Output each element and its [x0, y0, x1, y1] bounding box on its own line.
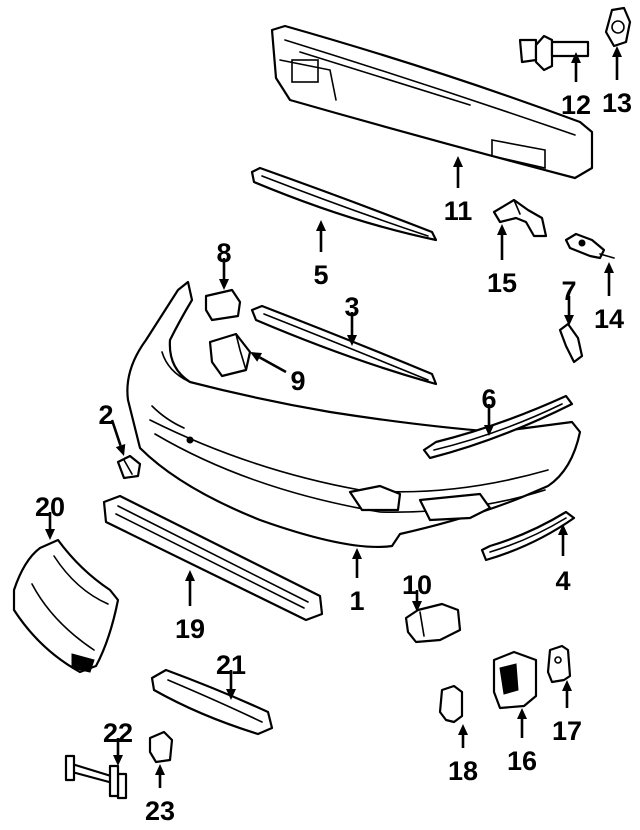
callout-number-13: 13 [602, 88, 632, 118]
callout-arrowhead [115, 443, 126, 456]
part-20-corner-panel[interactable] [12, 538, 120, 674]
callout-arrowhead [484, 425, 494, 436]
callout-15[interactable]: 15 [487, 224, 517, 298]
callout-number-12: 12 [561, 90, 591, 120]
callout-leader-line [110, 419, 122, 446]
callout-arrowhead [113, 755, 123, 766]
callout-number-17: 17 [552, 716, 582, 746]
callout-number-7: 7 [561, 276, 576, 306]
callout-number-20: 20 [35, 492, 65, 522]
callout-arrowhead [497, 224, 507, 235]
callout-number-6: 6 [481, 384, 496, 414]
callout-number-4: 4 [555, 566, 570, 596]
callout-number-3: 3 [344, 292, 359, 322]
callout-20[interactable]: 20 [35, 492, 65, 540]
part-11-reinforcement-bar[interactable] [270, 24, 594, 180]
callout-arrowhead [517, 708, 527, 719]
part-17-latch[interactable] [546, 644, 572, 684]
callout-21[interactable]: 21 [216, 650, 246, 700]
callout-number-10: 10 [402, 570, 432, 600]
part-8-bumper-stop[interactable] [204, 288, 242, 322]
callout-number-16: 16 [507, 746, 537, 776]
callout-leader-line [258, 356, 287, 374]
part-14-connector[interactable] [564, 232, 615, 260]
callout-number-9: 9 [290, 366, 305, 396]
callout-arrowhead [45, 529, 55, 540]
callout-18[interactable]: 18 [448, 724, 478, 786]
callout-1[interactable]: 1 [349, 548, 365, 616]
callout-7[interactable]: 7 [561, 276, 577, 326]
callout-arrowhead [352, 548, 362, 559]
callout-arrowhead [564, 315, 574, 326]
callout-number-18: 18 [448, 756, 478, 786]
callout-arrowhead [412, 601, 422, 612]
part-22-bracket[interactable] [64, 754, 128, 800]
callout-16[interactable]: 16 [507, 708, 537, 776]
callout-number-19: 19 [175, 614, 205, 644]
callout-number-21: 21 [216, 650, 246, 680]
part-10-bracket[interactable] [404, 602, 462, 644]
callout-number-23: 23 [145, 796, 175, 826]
callout-14[interactable]: 14 [594, 262, 624, 334]
part-7-clip[interactable] [558, 322, 584, 364]
callout-10[interactable]: 10 [402, 570, 432, 612]
part-1-bumper-cover[interactable] [126, 280, 582, 549]
callout-17[interactable]: 17 [552, 680, 582, 746]
callout-2[interactable]: 2 [98, 400, 126, 456]
callout-arrowhead [185, 570, 195, 581]
callout-arrowhead [316, 220, 326, 231]
part-18-cap[interactable] [438, 684, 464, 724]
callout-number-5: 5 [313, 260, 328, 290]
callout-12[interactable]: 12 [561, 52, 591, 120]
callout-arrowhead [453, 156, 463, 167]
callout-22[interactable]: 22 [103, 718, 133, 766]
part-2-plug[interactable] [116, 454, 142, 480]
part-5-upper-molding[interactable] [250, 166, 438, 242]
callout-number-15: 15 [487, 268, 517, 298]
callout-19[interactable]: 19 [175, 570, 205, 644]
callout-9[interactable]: 9 [250, 352, 306, 396]
part-9-absorber-block[interactable] [208, 332, 252, 378]
callout-arrowhead [604, 262, 614, 273]
callout-11[interactable]: 11 [444, 156, 473, 226]
callout-arrowhead [562, 680, 572, 691]
part-12-push-pin[interactable] [518, 34, 590, 72]
part-4-lower-molding[interactable] [480, 510, 576, 562]
part-16-cover[interactable] [492, 650, 538, 710]
callout-8[interactable]: 8 [216, 238, 232, 290]
part-23-clip[interactable] [148, 730, 174, 764]
callout-arrowhead [571, 52, 581, 63]
callout-4[interactable]: 4 [555, 524, 571, 596]
part-3-retainer-strip[interactable] [250, 304, 438, 386]
callout-number-22: 22 [103, 718, 133, 748]
callout-number-11: 11 [444, 196, 473, 226]
callout-arrowhead [558, 524, 568, 535]
part-6-side-molding[interactable] [422, 394, 574, 460]
callout-arrowhead [612, 46, 622, 57]
callout-arrowhead [458, 724, 468, 735]
callout-5[interactable]: 5 [313, 220, 329, 290]
callout-arrowhead [219, 279, 229, 290]
callout-number-14: 14 [594, 304, 624, 334]
callout-arrowhead [250, 352, 263, 362]
callout-number-1: 1 [349, 586, 364, 616]
callout-arrowhead [155, 764, 165, 775]
callout-number-8: 8 [216, 238, 231, 268]
callout-13[interactable]: 13 [602, 46, 632, 118]
part-21-lower-trim[interactable] [150, 668, 274, 736]
part-13-nut[interactable] [604, 6, 632, 48]
callout-arrowhead [347, 335, 357, 346]
callout-23[interactable]: 23 [145, 764, 175, 826]
callout-number-2: 2 [98, 400, 113, 430]
callout-6[interactable]: 6 [481, 384, 497, 436]
part-19-grille[interactable] [102, 494, 324, 622]
callout-3[interactable]: 3 [344, 292, 360, 346]
part-15-bracket[interactable] [492, 198, 548, 238]
callout-arrowhead [226, 689, 236, 700]
